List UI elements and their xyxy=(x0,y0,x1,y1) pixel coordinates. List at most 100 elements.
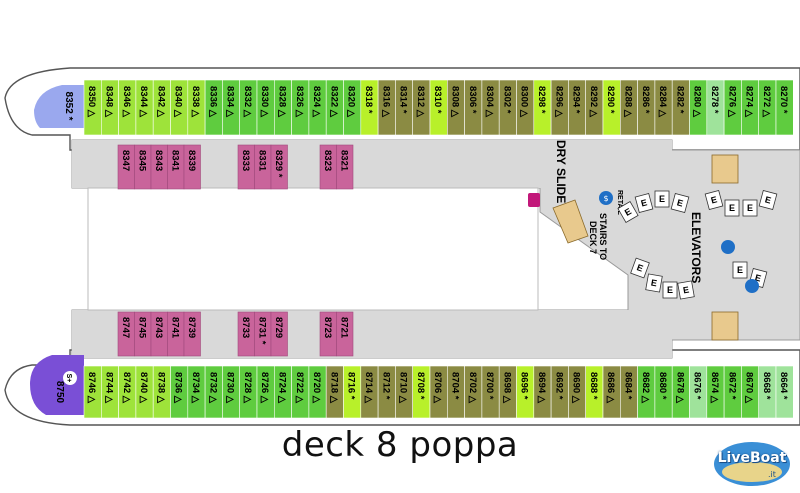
elevator-glyph: E xyxy=(754,272,762,283)
bottom-cabin-number: 8724 △ xyxy=(276,372,287,404)
elevator: E xyxy=(670,192,690,214)
bottom-cabin-number: 8698 △ xyxy=(501,372,512,404)
bottom-cabin-number: 8692 * xyxy=(553,372,564,400)
top-inside-cabin-number: 8321 xyxy=(338,150,349,172)
bottom-cabin-number: 8696 * xyxy=(519,372,530,400)
top-cabin-number: 8326 △ xyxy=(294,86,305,118)
top-cabin-number: 8314 * xyxy=(398,86,409,114)
bottom-cabin-number: 8712 * xyxy=(380,372,391,400)
elevator-box xyxy=(634,192,654,214)
bottom-inside-cabin-number: 8743 xyxy=(153,317,164,338)
bottom-cabin-number: 8726 △ xyxy=(259,372,270,404)
aft-suite-top-label: 8352 * xyxy=(63,92,74,121)
stairs-label-line1: STAIRS TO xyxy=(598,213,608,260)
bottom-cabin xyxy=(775,365,794,419)
retail-icon xyxy=(599,191,613,205)
retail-label: RETAIL xyxy=(616,190,623,215)
bottom-cabin-number: 8694 △ xyxy=(536,372,547,404)
stairs-to-deck-7 xyxy=(552,199,589,244)
aft-suite-badge: S+ xyxy=(65,374,72,383)
top-inside-cabin-number: 8341 xyxy=(169,150,180,172)
elevator-glyph: E xyxy=(729,203,735,213)
top-cabin-number: 8316 △ xyxy=(380,86,391,118)
top-inside-cabin-number: 8347 xyxy=(120,150,131,171)
top-inside-cabin-number: 8333 xyxy=(240,150,251,171)
cabin-row-top: 8350 △8348 △8346 △8344 △8342 △8340 △8338… xyxy=(83,79,794,136)
top-inside-cabin-number: 8331 xyxy=(256,150,267,172)
top-cabin-number: 8346 △ xyxy=(121,86,132,118)
elevator: E xyxy=(732,261,748,279)
aft-suite-bottom xyxy=(30,355,84,415)
elevator-glyph: E xyxy=(764,194,772,205)
bottom-inside-cabin-number: 8731 * xyxy=(256,317,267,345)
elevator-glyph: E xyxy=(676,197,684,208)
bottom-cabin-number: 8716 * xyxy=(346,372,357,400)
elevator-glyph: E xyxy=(650,278,658,289)
elevator-glyph: E xyxy=(737,265,743,275)
top-cabin-number: 8274 △ xyxy=(744,86,755,118)
bottom-cabin-number: 8720 △ xyxy=(311,372,322,404)
top-cabin-number: 8310 * xyxy=(432,86,443,114)
aft-suite-badge-bg xyxy=(63,371,77,385)
top-cabin-number: 8288 △ xyxy=(622,86,633,118)
bottom-cabin-number: 8742 △ xyxy=(121,372,132,404)
elevator-box xyxy=(617,201,639,223)
bottom-cabin-number: 8682 △ xyxy=(640,372,651,404)
elevator-box xyxy=(758,189,778,211)
stair-forward-top xyxy=(711,154,739,184)
bottom-cabin-number: 8700 * xyxy=(484,372,495,400)
top-inside-cabin xyxy=(336,144,354,190)
bottom-inside-cabin-number: 8729 xyxy=(273,317,284,338)
top-cabin-number: 8300 △ xyxy=(519,86,530,118)
logo-text: LiveBoat xyxy=(717,450,787,466)
bottom-cabin-number: 8736 △ xyxy=(173,372,184,404)
elevator-glyph: E xyxy=(747,203,753,213)
top-cabin-number: 8340 △ xyxy=(173,86,184,118)
top-cabin-number: 8282 * xyxy=(674,86,685,114)
retail-icon-glyph: $ xyxy=(603,194,608,203)
dry-slide-label: DRY SLIDE xyxy=(554,140,568,203)
logo-suffix: .it xyxy=(768,470,776,479)
bottom-cabin-number: 8714 △ xyxy=(363,372,374,404)
elevator: E xyxy=(742,199,758,217)
top-cabin-number: 8348 △ xyxy=(103,86,114,118)
bottom-inside-cabin-number: 8721 xyxy=(338,317,349,339)
top-inside-cabin-number: 8339 xyxy=(186,150,197,171)
aft-suite-top xyxy=(34,85,84,128)
top-cabin-number: 8304 △ xyxy=(484,86,495,118)
top-cabin-number: 8280 △ xyxy=(692,86,703,118)
top-cabin-number: 8308 △ xyxy=(449,86,460,118)
stair-forward-bottom xyxy=(711,311,739,341)
elevator-glyph: E xyxy=(682,285,690,296)
top-cabin-number: 8270 * xyxy=(778,86,789,114)
bottom-cabin-number: 8674 △ xyxy=(709,372,720,404)
top-cabin-number: 8292 △ xyxy=(588,86,599,118)
bottom-inside-cabin-number: 8747 xyxy=(120,317,131,338)
top-cabin-number: 8272 △ xyxy=(761,86,772,118)
top-cabin-number: 8306 * xyxy=(467,86,478,114)
elevator: E xyxy=(677,280,695,300)
bottom-cabin-number: 8670 △ xyxy=(744,372,755,404)
bottom-cabin-number: 8684 * xyxy=(622,372,633,400)
elevator-box xyxy=(742,199,758,217)
bottom-cabin-number: 8686 △ xyxy=(605,372,616,404)
elevator: E xyxy=(630,257,650,279)
top-cabin-number: 8336 △ xyxy=(207,86,218,118)
bottom-inside-cabin xyxy=(336,311,354,357)
deck-caption: deck 8 poppa xyxy=(281,425,519,465)
bottom-inside-cabin xyxy=(183,311,201,357)
elevator: E xyxy=(617,201,639,223)
logo-badge xyxy=(714,442,790,486)
top-cabin-number: 8290 * xyxy=(605,86,616,114)
elevator-glyph: E xyxy=(667,285,673,295)
top-cabin-number: 8350 △ xyxy=(86,86,97,118)
top-cabin-number: 8342 △ xyxy=(155,86,166,118)
top-inside-cabin xyxy=(270,144,288,190)
bottom-cabin-number: 8710 △ xyxy=(398,372,409,404)
top-cabin-number: 8294 * xyxy=(571,86,582,114)
bottom-cabin-number: 8676 * xyxy=(692,372,703,400)
top-cabin-number: 8334 △ xyxy=(225,86,236,118)
